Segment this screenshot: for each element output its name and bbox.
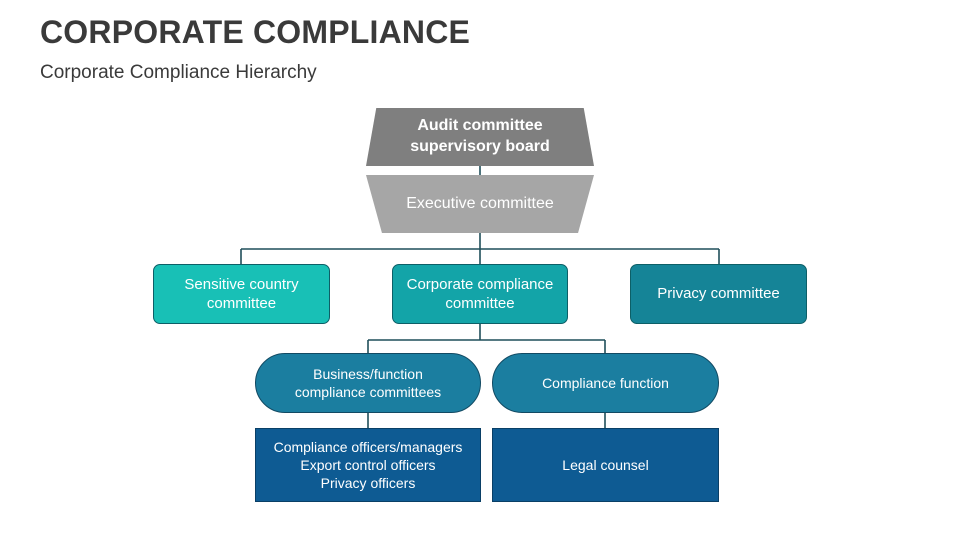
page-subtitle: Corporate Compliance Hierarchy bbox=[40, 62, 317, 83]
sensitive-country-committee-node: Sensitive country committee bbox=[153, 264, 330, 324]
audit-committee-label: Audit committee supervisory board bbox=[410, 117, 550, 155]
page-title: CORPORATE COMPLIANCE bbox=[40, 14, 471, 50]
compliance-officers-label: Compliance officers/managers Export cont… bbox=[273, 438, 463, 492]
legal-counsel-node: Legal counsel bbox=[492, 428, 719, 502]
compliance-function-label: Compliance function bbox=[542, 374, 669, 391]
corporate-compliance-committee-label: Corporate compliance committee bbox=[406, 275, 554, 313]
compliance-officers-node: Compliance officers/managers Export cont… bbox=[255, 428, 481, 502]
legal-counsel-label: Legal counsel bbox=[562, 456, 649, 473]
executive-committee-label: Executive committee bbox=[406, 194, 554, 212]
business-function-committees-node: Business/function compliance committees bbox=[255, 353, 481, 413]
audit-committee-node: Audit committee supervisory board bbox=[366, 108, 594, 166]
business-function-committees-label: Business/function compliance committees bbox=[294, 365, 442, 400]
corporate-compliance-committee-node: Corporate compliance committee bbox=[392, 264, 568, 324]
compliance-function-node: Compliance function bbox=[492, 353, 719, 413]
sensitive-country-committee-label: Sensitive country committee bbox=[184, 275, 299, 313]
executive-committee-node: Executive committee bbox=[366, 175, 594, 233]
privacy-committee-node: Privacy committee bbox=[630, 264, 807, 324]
privacy-committee-label: Privacy committee bbox=[657, 285, 780, 303]
